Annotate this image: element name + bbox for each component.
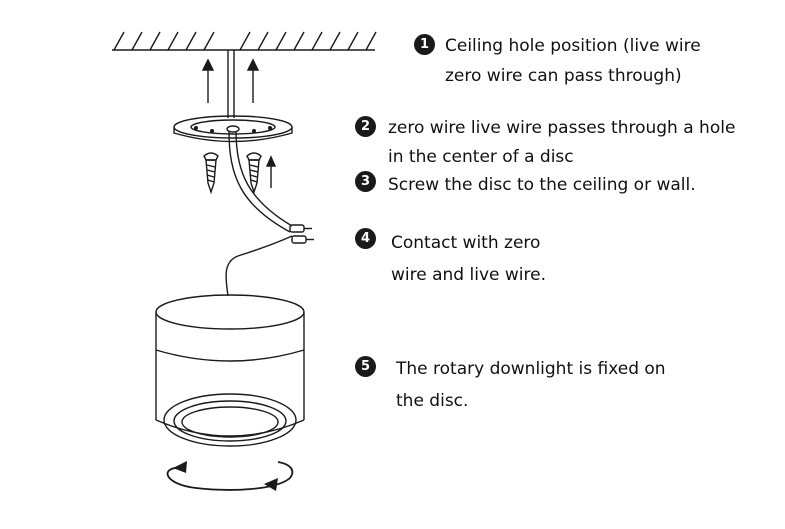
step-4: 4 Contact with zero wire and live wire. (355, 227, 546, 291)
step-text-line: zero wire can pass through) (445, 66, 682, 86)
step-text-line: Screw the disc to the ceiling or wall. (388, 175, 696, 195)
step-number-badge: 1 (414, 34, 435, 55)
step-number-badge: 4 (355, 228, 376, 249)
screw-icon (203, 152, 219, 195)
step-3: 3 Screw the disc to the ceiling or wall. (355, 170, 696, 200)
step-text-line: Contact with zero (391, 233, 541, 253)
rotation-arrow-icon (166, 461, 294, 491)
step-text-line: The rotary downlight is fixed on (396, 359, 666, 379)
wire-connector-icon (289, 224, 314, 244)
mounting-disc-icon (173, 115, 293, 143)
step-text-line: the disc. (396, 391, 469, 411)
ceiling-hatch-icon (112, 31, 377, 51)
wire-bundle (225, 130, 293, 297)
step-number-badge: 5 (355, 356, 376, 377)
up-arrow-icon (246, 58, 260, 103)
up-arrow-icon (201, 58, 215, 103)
ceiling-wire (227, 50, 235, 118)
up-arrow-icon (265, 155, 277, 188)
step-1: 1 Ceiling hole position (live wire zero … (414, 32, 701, 92)
screw-icon (246, 152, 262, 195)
step-2: 2 zero wire live wire passes through a h… (355, 113, 735, 171)
step-number-badge: 2 (355, 116, 376, 137)
step-text-line: Ceiling hole position (live wire (445, 36, 701, 56)
step-5: 5 The rotary downlight is fixed on the d… (355, 353, 666, 417)
step-text-line: wire and live wire. (391, 265, 546, 285)
step-text-line: in the center of a disc (388, 147, 574, 167)
step-number-badge: 3 (355, 171, 376, 192)
downlight-icon (155, 294, 305, 447)
step-text-line: zero wire live wire passes through a hol… (388, 118, 736, 138)
